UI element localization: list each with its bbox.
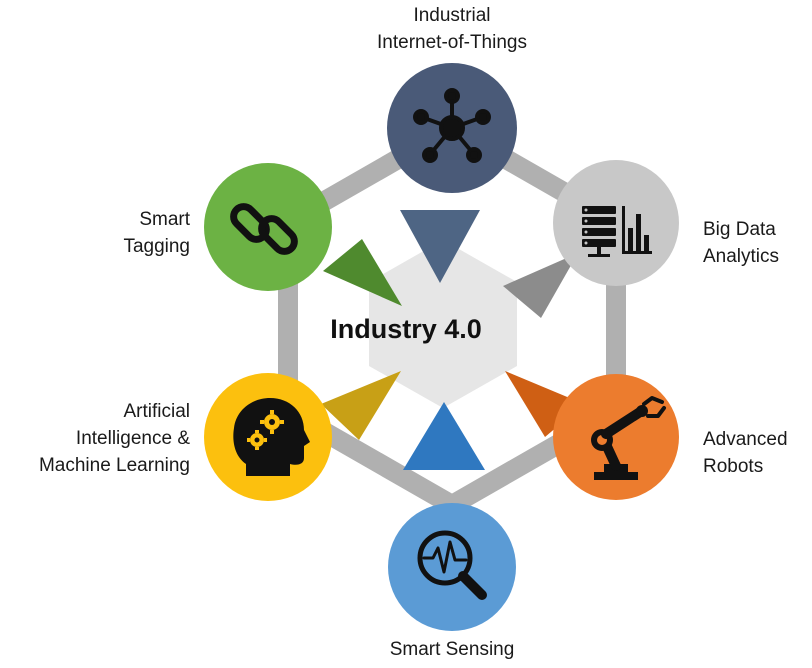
label-tagging-line-2: Tagging [123,236,190,257]
arrow-ai [321,371,401,440]
label-sensing: Smart Sensing [352,636,552,663]
label-tagging: Smart Tagging [60,206,190,260]
arrow-iiot [400,210,480,283]
label-ai-line-2: Intelligence & [75,428,190,449]
robot-arm-icon [591,396,666,480]
arrow-bigdata [503,253,578,318]
label-tagging-line-1: Smart [139,209,190,230]
node-sensing [388,503,516,631]
arrow-tagging [323,239,402,306]
head-gears-icon [233,398,310,476]
label-robots: Advanced Robots [703,426,809,480]
network-hub-icon [413,88,491,163]
label-sensing-line-1: Smart Sensing [389,639,515,660]
server-bar-chart-icon [582,206,652,257]
label-ai-line-3: Machine Learning [38,455,190,476]
arrow-sensing [403,402,485,470]
label-iiot-line-1: Industrial [413,5,491,26]
chain-link-icon [230,203,298,255]
label-robots-line-1: Advanced [703,429,788,450]
label-ai: Artificial Intelligence & Machine Learni… [2,398,190,479]
label-iiot-line-2: Internet-of-Things [377,32,527,53]
node-robots [553,374,679,500]
label-bigdata-line-1: Big Data [703,219,776,240]
center-hexagon [369,240,517,408]
center-title: Industry 4.0 [330,314,482,344]
label-ai-line-1: Artificial [123,401,190,422]
label-iiot: Industrial Internet-of-Things [352,2,552,56]
magnifier-signal-icon [417,530,487,600]
label-bigdata: Big Data Analytics [703,216,809,270]
label-robots-line-2: Robots [703,456,764,477]
label-bigdata-line-2: Analytics [703,246,780,267]
